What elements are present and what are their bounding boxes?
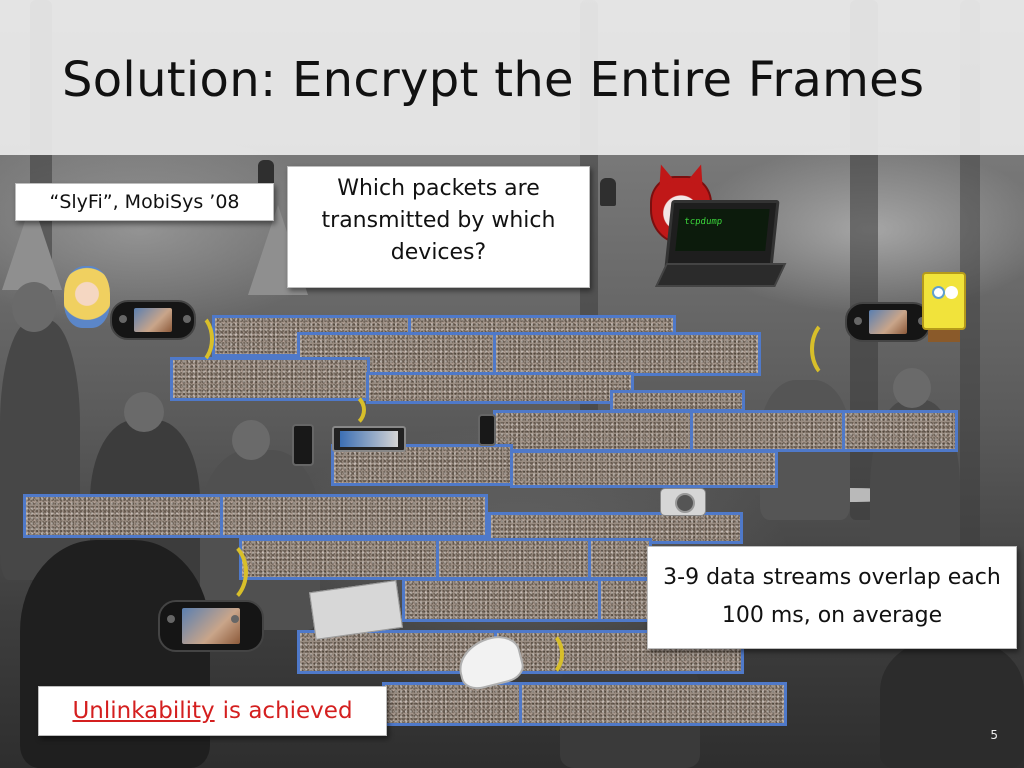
encrypted-frame bbox=[610, 390, 745, 412]
psp-device-icon bbox=[845, 302, 931, 342]
encrypted-frame bbox=[588, 538, 652, 580]
signal-wave-icon bbox=[810, 318, 854, 380]
camera-icon bbox=[660, 488, 706, 516]
encrypted-frame bbox=[842, 410, 958, 452]
encrypted-frame bbox=[170, 357, 370, 401]
signal-wave-icon bbox=[176, 312, 214, 366]
unlinkability-rest: is achieved bbox=[222, 698, 353, 724]
question-text: Which packets are transmitted by which d… bbox=[321, 176, 556, 265]
eavesdropper-laptop-icon: tcpdump bbox=[655, 200, 787, 287]
encrypted-frame bbox=[510, 450, 778, 488]
psp-device-icon bbox=[158, 600, 264, 652]
encrypted-frame bbox=[598, 578, 650, 622]
encrypted-frame bbox=[23, 494, 223, 538]
encrypted-frame bbox=[493, 410, 693, 452]
alice-character-icon bbox=[64, 266, 110, 328]
signal-wave-icon bbox=[526, 630, 564, 678]
unlinkability-keyword: Unlinkability bbox=[72, 698, 215, 724]
encrypted-frame bbox=[239, 538, 439, 580]
tablet-icon bbox=[332, 426, 406, 452]
smartphone-icon bbox=[478, 414, 496, 446]
spongebob-character-icon bbox=[922, 272, 966, 342]
overlap-callout: 3-9 data streams overlap each 100 ms, on… bbox=[647, 546, 1017, 649]
encrypted-frame bbox=[366, 372, 634, 404]
laptop-screen-text: tcpdump bbox=[683, 217, 723, 227]
signal-wave-icon bbox=[192, 538, 248, 606]
encrypted-frame bbox=[690, 410, 845, 452]
reference-callout: “SlyFi”, MobiSys ’08 bbox=[15, 183, 274, 221]
slide-title: Solution: Encrypt the Entire Frames bbox=[62, 52, 925, 108]
title-band bbox=[0, 0, 1024, 155]
encrypted-frame bbox=[519, 682, 787, 726]
overlap-text: 3-9 data streams overlap each 100 ms, on… bbox=[663, 565, 1001, 628]
encrypted-frame bbox=[220, 494, 488, 538]
encrypted-frame bbox=[382, 682, 522, 726]
encrypted-frame bbox=[402, 578, 602, 622]
encrypted-frame bbox=[493, 332, 761, 376]
encrypted-frame bbox=[436, 538, 591, 580]
question-callout: Which packets are transmitted by which d… bbox=[287, 166, 590, 288]
psp-device-icon bbox=[110, 300, 196, 340]
encrypted-frame bbox=[331, 444, 513, 486]
reference-text: “SlyFi”, MobiSys ’08 bbox=[49, 191, 240, 213]
signal-wave-icon bbox=[330, 392, 366, 428]
smartphone-icon bbox=[292, 424, 314, 466]
unlinkability-callout: Unlinkability is achieved bbox=[38, 686, 387, 736]
encrypted-frame bbox=[488, 512, 743, 544]
page-number: 5 bbox=[990, 728, 998, 742]
